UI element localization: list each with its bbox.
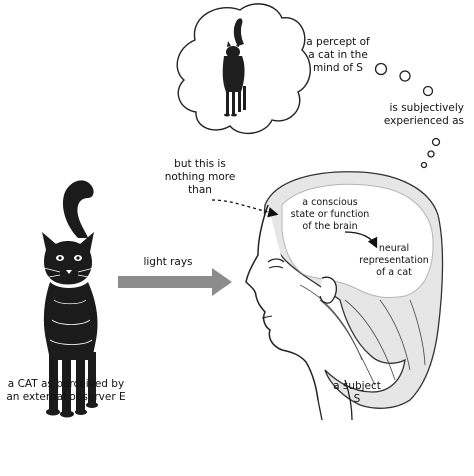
cat-in-thought-icon xyxy=(222,18,246,117)
nothing-more-label-line3: than xyxy=(188,184,212,196)
conscious-state-label-line1: a conscious xyxy=(302,197,358,208)
neural-representation-label: neural representation of a cat xyxy=(356,243,432,279)
percept-label-line2: a cat in the xyxy=(308,49,368,61)
light-rays-label-text: light rays xyxy=(143,256,193,268)
nothing-more-label-line1: but this is xyxy=(174,158,226,170)
subject-caption: a subject S xyxy=(322,380,392,406)
nothing-more-label: but this is nothing more than xyxy=(160,158,240,197)
light-rays-arrow xyxy=(118,268,232,296)
neural-representation-label-line1: neural xyxy=(378,243,410,254)
cat-caption-line1: a CAT as perceived by xyxy=(7,378,125,390)
subjective-label: is subjectively experienced as xyxy=(372,102,464,128)
percept-label-line1: a percept of xyxy=(306,36,370,48)
head-drawing xyxy=(245,171,444,421)
brain-region xyxy=(281,183,434,299)
dashed-arrow-to-conscious-state xyxy=(211,199,279,218)
arrow-to-neural-representation xyxy=(344,231,378,249)
cat-caption: a CAT as perceived by an external observ… xyxy=(0,378,132,404)
conscious-state-label-line3: of the brain xyxy=(302,221,358,232)
cat-caption-line2: an external observer E xyxy=(6,391,126,403)
conscious-state-label-line2: state or function xyxy=(290,209,370,220)
subjective-label-line2: experienced as xyxy=(383,115,464,127)
percept-label-line3: mind of S xyxy=(313,62,363,74)
thought-bubble-trail xyxy=(374,62,441,169)
subject-caption-line2: S xyxy=(353,393,361,405)
neural-representation-label-line2: representation xyxy=(359,255,429,266)
light-rays-label: light rays xyxy=(128,256,208,269)
neural-representation-label-line3: of a cat xyxy=(376,267,412,278)
conscious-state-label: a conscious state or function of the bra… xyxy=(290,197,370,233)
nothing-more-label-line2: nothing more xyxy=(164,171,236,183)
percept-label: a percept of a cat in the mind of S xyxy=(300,36,376,75)
subjective-label-line1: is subjectively xyxy=(389,102,464,114)
subject-caption-line1: a subject xyxy=(333,380,381,392)
cat-drawing xyxy=(42,180,98,418)
